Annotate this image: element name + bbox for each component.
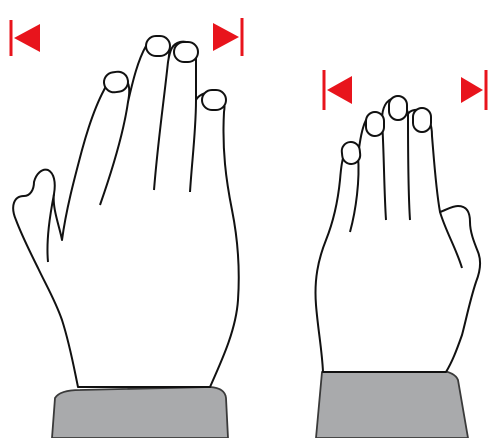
- right-hand-outline: [315, 98, 480, 372]
- left-width-marker: [11, 18, 242, 56]
- right-marker-arrow-left-icon: [327, 76, 352, 104]
- right-hand-illustration: [315, 96, 480, 438]
- left-nail-middle: [146, 36, 170, 56]
- right-nail-ring: [389, 96, 407, 120]
- right-nail-middle: [366, 112, 384, 136]
- left-sleeve: [52, 387, 228, 438]
- right-sleeve: [316, 368, 468, 438]
- left-nail-little: [202, 90, 226, 110]
- left-nail-ring: [174, 42, 198, 62]
- left-hand-illustration: [13, 36, 239, 438]
- left-marker-arrow-left-icon: [14, 24, 40, 52]
- right-marker-arrow-right-icon: [461, 77, 483, 103]
- right-nail-little: [413, 108, 431, 132]
- left-marker-arrow-right-icon: [213, 23, 239, 51]
- right-nail-index: [341, 141, 361, 165]
